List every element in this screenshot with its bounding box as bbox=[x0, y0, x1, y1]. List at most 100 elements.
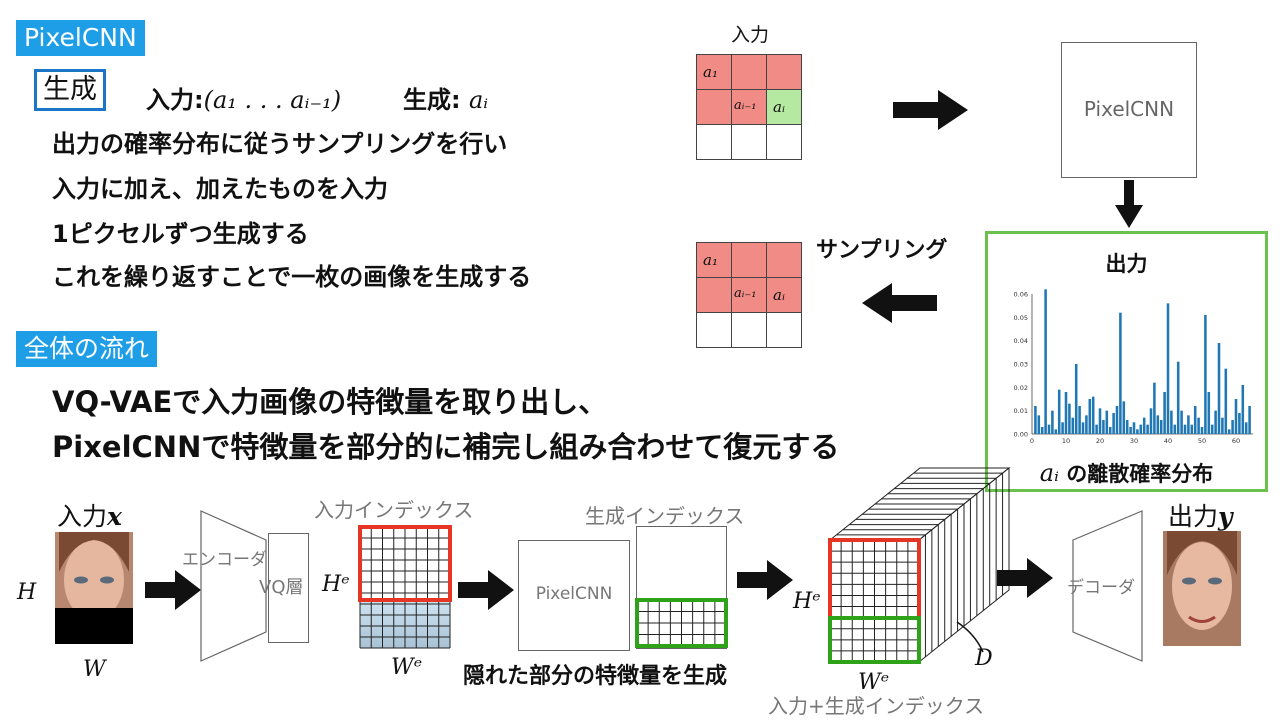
flow-tag: 全体の流れ bbox=[16, 331, 158, 367]
y-tick-label: 0.00 bbox=[1014, 431, 1028, 439]
output-panel-title: 出力 bbox=[1105, 252, 1148, 276]
bar bbox=[1224, 368, 1228, 434]
arrow-right-icon bbox=[458, 570, 514, 610]
x-tick-label: 50 bbox=[1198, 437, 1206, 445]
y-tick-label: 0.01 bbox=[1014, 407, 1028, 415]
arrow-right-icon bbox=[893, 90, 968, 130]
arrow-right-icon bbox=[737, 560, 793, 600]
cell bbox=[731, 54, 767, 90]
bar bbox=[1156, 415, 1160, 434]
input-H: H bbox=[17, 580, 37, 605]
bar bbox=[1037, 415, 1041, 434]
sampling-label: サンプリング bbox=[816, 238, 948, 263]
bar bbox=[1197, 417, 1200, 434]
gen-line-3: 1ピクセルずつ生成する bbox=[52, 220, 309, 248]
bar bbox=[1153, 382, 1156, 434]
bar bbox=[1176, 361, 1180, 434]
bar bbox=[1078, 406, 1081, 434]
bar bbox=[1068, 403, 1071, 434]
bar bbox=[1085, 415, 1088, 434]
bar bbox=[1088, 399, 1092, 434]
gen-index-grid bbox=[635, 598, 728, 648]
cell bbox=[696, 312, 732, 348]
bar bbox=[1108, 427, 1112, 434]
bar bbox=[1163, 392, 1166, 434]
y-tick-label: 0.05 bbox=[1014, 314, 1028, 322]
bar bbox=[1180, 410, 1183, 434]
encoder-label: エンコーダ bbox=[182, 550, 267, 570]
bar bbox=[1122, 401, 1126, 434]
cell bbox=[766, 242, 802, 278]
x-tick-label: 60 bbox=[1232, 437, 1240, 445]
bar bbox=[1231, 420, 1234, 434]
bar bbox=[1227, 429, 1231, 434]
We-label-1: Wᵉ bbox=[391, 655, 423, 680]
x-tick-label: 30 bbox=[1130, 437, 1138, 445]
bar bbox=[1214, 410, 1217, 434]
bar bbox=[1054, 429, 1058, 434]
bar bbox=[1112, 413, 1115, 434]
bar bbox=[1064, 392, 1068, 434]
y-tick-label: 0.04 bbox=[1014, 337, 1028, 345]
input-W: W bbox=[83, 657, 106, 682]
bar bbox=[1074, 364, 1078, 434]
bar bbox=[1207, 392, 1211, 434]
gen-output-text: 生成: aᵢ bbox=[403, 86, 489, 114]
bar bbox=[1061, 422, 1064, 434]
x-tick-label: 0 bbox=[1030, 437, 1034, 445]
cell bbox=[766, 312, 802, 348]
flow-line-1: VQ-VAEで入力画像の特徴量を取り出し、 bbox=[52, 385, 608, 419]
bar bbox=[1238, 413, 1241, 434]
arrow-right-icon bbox=[145, 570, 201, 610]
bar bbox=[1047, 424, 1051, 434]
cell bbox=[731, 242, 767, 278]
bar bbox=[1221, 417, 1224, 434]
D-label: D bbox=[975, 646, 993, 671]
output-face-image bbox=[1163, 531, 1241, 646]
pixelcnn-label-bottom: PixelCNN bbox=[535, 584, 613, 604]
y-tick-label: 0.02 bbox=[1014, 384, 1028, 392]
cell-ai-1: aᵢ₋₁ bbox=[731, 277, 767, 313]
bar bbox=[1248, 406, 1251, 434]
input-grid-label: 入力 bbox=[731, 24, 770, 46]
title-tag: PixelCNN bbox=[16, 20, 145, 56]
bar bbox=[1166, 303, 1170, 434]
x-tick-label: 40 bbox=[1164, 437, 1172, 445]
cell-ai-1: aᵢ₋₁ bbox=[731, 89, 767, 125]
bar bbox=[1142, 417, 1146, 434]
bar bbox=[1115, 406, 1119, 434]
bar bbox=[1132, 422, 1136, 434]
y-tick-label: 0.06 bbox=[1014, 291, 1028, 299]
flow-line-2: PixelCNNで特徴量を部分的に補完し組み合わせて復元する bbox=[52, 430, 840, 464]
dist-caption: aᵢ の離散確率分布 bbox=[1039, 459, 1214, 487]
arrow-right-icon bbox=[997, 558, 1053, 598]
sampled-grid: a₁ aᵢ₋₁ aᵢ bbox=[696, 242, 802, 348]
bar bbox=[1102, 420, 1105, 434]
bar bbox=[1170, 410, 1173, 434]
combined-index-label: 入力+生成インデックス bbox=[768, 694, 985, 718]
gen-input-text: 入力:(a₁ . . . aᵢ₋₁) bbox=[146, 86, 342, 114]
bar bbox=[1044, 289, 1047, 434]
bar bbox=[1217, 343, 1221, 434]
arrow-down-icon bbox=[1115, 180, 1143, 228]
cell bbox=[696, 124, 732, 160]
bar bbox=[1244, 422, 1248, 434]
cell-ai: aᵢ bbox=[766, 277, 802, 313]
We-label-2: Wᵉ bbox=[858, 670, 890, 695]
bar bbox=[1034, 406, 1037, 434]
hidden-caption: 隠れた部分の特徴量を生成 bbox=[463, 664, 728, 689]
bar bbox=[1146, 424, 1149, 434]
gen-index-label: 生成インデックス bbox=[585, 504, 745, 528]
decoder-shape bbox=[1072, 510, 1143, 662]
bar bbox=[1159, 420, 1163, 434]
x-tick-label: 20 bbox=[1096, 437, 1104, 445]
bar bbox=[1173, 424, 1177, 434]
bar bbox=[1091, 396, 1095, 434]
bar bbox=[1051, 410, 1054, 434]
bar bbox=[1187, 415, 1190, 434]
cell bbox=[731, 312, 767, 348]
cell-ai: aᵢ bbox=[766, 89, 802, 125]
bar bbox=[1057, 389, 1061, 434]
arrow-left-icon bbox=[862, 283, 937, 323]
